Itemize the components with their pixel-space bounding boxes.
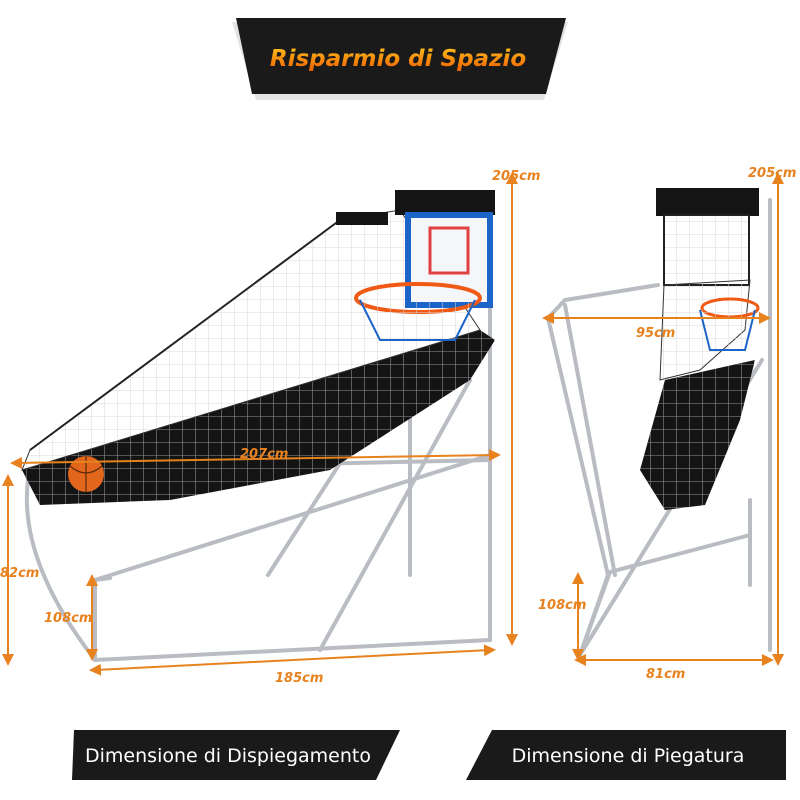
unfolded-caption-background bbox=[72, 730, 400, 780]
unfolded-hoop bbox=[354, 282, 482, 341]
title-banner-background bbox=[236, 18, 566, 94]
unfolded-height-label: 205cm bbox=[492, 169, 540, 184]
unfolded-backboard bbox=[336, 190, 495, 308]
title-text: Risparmio di Spazio bbox=[270, 46, 526, 72]
unfolded-diagonal-label: 207cm bbox=[240, 447, 288, 462]
folded-caption-banner: Dimensione di Piegatura bbox=[466, 730, 786, 780]
unfolded-side-height-label: 82cm bbox=[0, 566, 39, 581]
unfolded-caption-banner: Dimensione di Dispiegamento bbox=[72, 730, 400, 780]
unfolded-front-height-label: 108cm bbox=[44, 611, 92, 626]
folded-caption-text: Dimensione di Piegatura bbox=[512, 745, 745, 767]
folded-backboard bbox=[656, 188, 759, 286]
unfolded-dimensions bbox=[2, 172, 518, 676]
folded-front-height-label: 108cm bbox=[538, 598, 586, 613]
title-banner: Risparmio di Spazio bbox=[232, 18, 568, 100]
folded-dimensions bbox=[542, 172, 784, 666]
folded-caption-background bbox=[466, 730, 786, 780]
folded-top-depth-label: 95cm bbox=[636, 326, 675, 341]
folded-machine-illustration bbox=[546, 188, 772, 657]
folded-base-depth-label: 81cm bbox=[646, 667, 685, 682]
unfolded-diagonal-arrow bbox=[10, 449, 501, 469]
unfolded-length-label: 185cm bbox=[275, 671, 323, 686]
folded-height-label: 205cm bbox=[748, 166, 796, 181]
unfolded-caption-text: Dimensione di Dispiegamento bbox=[85, 745, 371, 767]
unfolded-length-arrow bbox=[89, 644, 496, 676]
